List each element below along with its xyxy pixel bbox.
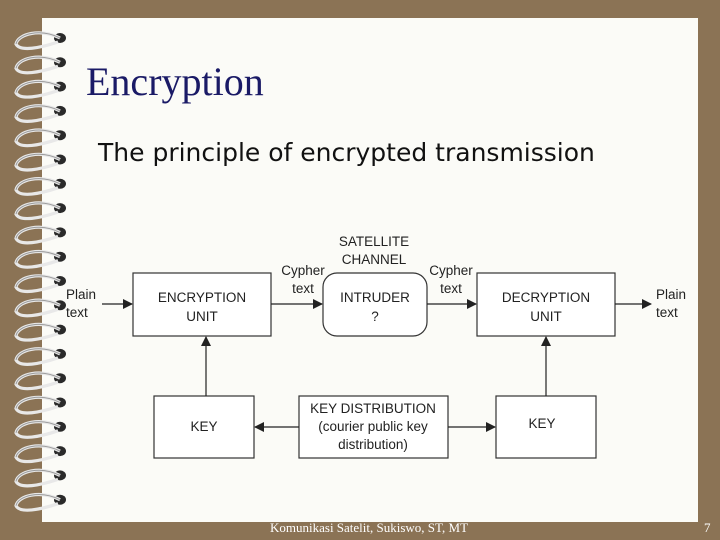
- plain-text-in-label-2: text: [66, 305, 88, 320]
- cypher-text-right-label-2: text: [440, 281, 462, 296]
- satellite-channel-label-1: SATELLITE: [339, 234, 409, 249]
- cypher-text-left-label-2: text: [292, 281, 314, 296]
- encryption-unit-label-2: UNIT: [186, 309, 218, 324]
- key-distribution-label-3: distribution): [338, 437, 408, 452]
- key-distribution-label-1: KEY DISTRIBUTION: [310, 401, 436, 416]
- plain-text-out-label-2: text: [656, 305, 678, 320]
- encryption-unit-label-1: ENCRYPTION: [158, 290, 246, 305]
- intruder-label-2: ?: [371, 309, 379, 324]
- key-left-label: KEY: [190, 419, 217, 434]
- page-number: 7: [704, 520, 711, 536]
- intruder-label-1: INTRUDER: [340, 290, 410, 305]
- cypher-text-left-label-1: Cypher: [281, 263, 325, 278]
- satellite-channel-label-2: CHANNEL: [342, 252, 407, 267]
- decryption-unit-label-1: DECRYPTION: [502, 290, 590, 305]
- plain-text-in-label-1: Plain: [66, 287, 96, 302]
- plain-text-out-label-1: Plain: [656, 287, 686, 302]
- key-distribution-label-2: (courier public key: [318, 419, 428, 434]
- key-right-label: KEY: [528, 416, 555, 431]
- decryption-unit-label-2: UNIT: [530, 309, 562, 324]
- slide-footer: Komunikasi Satelit, Sukiswo, ST, MT: [270, 520, 468, 536]
- cypher-text-right-label-1: Cypher: [429, 263, 473, 278]
